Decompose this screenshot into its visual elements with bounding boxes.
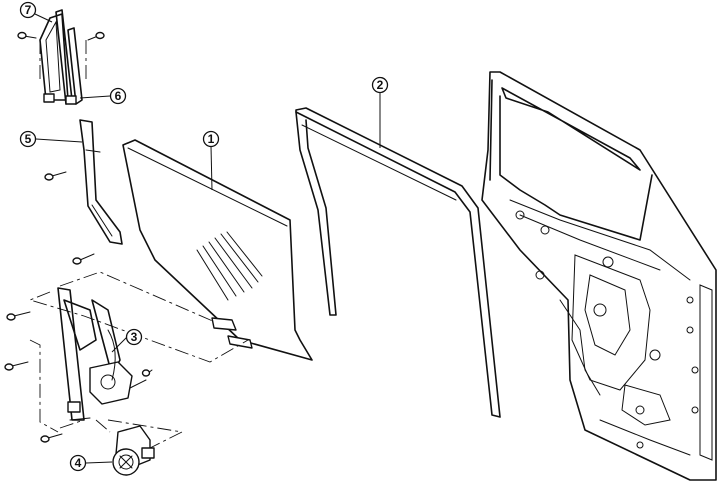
callout-pointers xyxy=(34,13,381,464)
callout-label-6: 6 xyxy=(115,89,122,103)
glass-run-channel xyxy=(295,107,501,418)
door-glass xyxy=(122,139,313,361)
callout-regulator: 3 xyxy=(125,328,143,346)
callout-motor: 4 xyxy=(69,454,87,472)
screw-icon xyxy=(72,253,95,265)
screw-icon xyxy=(44,171,67,181)
callout-rear-guide: 5 xyxy=(19,130,37,148)
mounting-screws xyxy=(4,31,153,443)
rear-guide-rail xyxy=(79,119,123,245)
callout-run-channel: 2 xyxy=(371,76,389,94)
regulator-motor xyxy=(112,425,155,476)
callout-label-1: 1 xyxy=(208,132,215,146)
screw-icon xyxy=(141,369,153,377)
callout-label-2: 2 xyxy=(377,78,384,92)
callout-label-5: 5 xyxy=(25,132,32,146)
callout-label-7: 7 xyxy=(25,3,32,17)
screw-icon xyxy=(87,31,105,41)
door-shell xyxy=(481,71,717,481)
callout-quarter-seal: 6 xyxy=(109,87,127,105)
callout-glass: 1 xyxy=(202,130,220,148)
screw-icon xyxy=(4,361,29,371)
screw-icon xyxy=(6,311,31,321)
glass-reflection-lines xyxy=(196,231,263,301)
callout-label-4: 4 xyxy=(75,456,82,470)
assembly-leader-lines xyxy=(28,271,249,449)
window-regulator xyxy=(57,287,147,421)
screw-icon xyxy=(40,433,63,443)
callout-label-3: 3 xyxy=(131,330,138,344)
quarter-glass-assembly xyxy=(39,9,87,105)
callout-quarter-glass: 7 xyxy=(19,1,37,19)
screw-icon xyxy=(17,31,37,40)
